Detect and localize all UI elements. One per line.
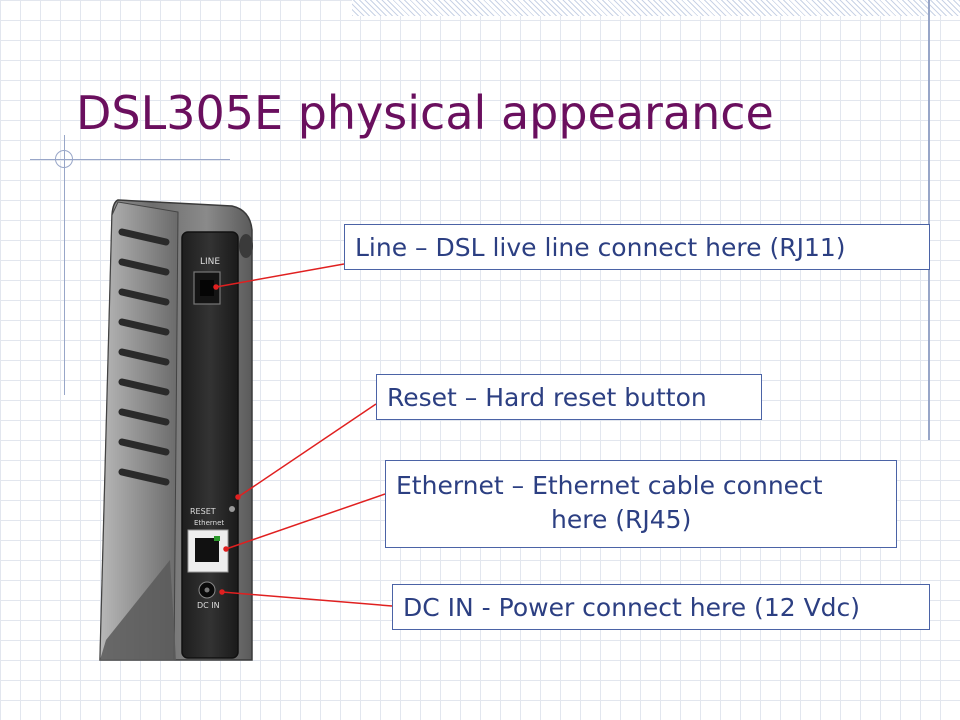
- callout-dc-in-text: DC IN - Power connect here (12 Vdc): [403, 593, 861, 622]
- modem-body: [99, 199, 253, 661]
- vent-slots: [118, 228, 170, 486]
- leader-line-line: [215, 263, 345, 288]
- reset-button-label: RESET: [190, 507, 216, 516]
- ethernet-port: Ethernet: [187, 519, 229, 573]
- decor-circle-icon: [55, 150, 73, 168]
- callout-reset-text: Reset – Hard reset button: [387, 383, 707, 412]
- top-hatch-band: [352, 0, 960, 16]
- callout-line-box: Line – DSL live line connect here (RJ11): [344, 224, 930, 270]
- callout-ethernet-text-line2: here (RJ45): [551, 505, 692, 534]
- ethernet-port-label: Ethernet: [194, 519, 224, 527]
- callout-reset-box: Reset – Hard reset button: [376, 374, 762, 420]
- leader-lines: [213, 263, 393, 607]
- leader-line-dc-in: [221, 591, 393, 607]
- dc-in-jack: DC IN: [197, 581, 220, 610]
- reset-button: RESET: [190, 506, 235, 516]
- dc-in-jack-label: DC IN: [197, 601, 220, 610]
- callout-ethernet-box: Ethernet – Ethernet cable connect here (…: [385, 460, 897, 548]
- leader-line-ethernet: [225, 493, 386, 550]
- right-decor-line: [928, 0, 930, 440]
- left-decor-line: [64, 135, 65, 395]
- slide-title: DSL305E physical appearance: [76, 86, 774, 140]
- line-port-label: LINE: [200, 257, 220, 267]
- callout-ethernet-text-line1: Ethernet – Ethernet cable connect: [396, 471, 823, 500]
- title-underline: [30, 159, 230, 160]
- callout-line-text: Line – DSL live line connect here (RJ11): [355, 233, 846, 262]
- leader-line-reset: [237, 403, 377, 498]
- callout-dc-in-box: DC IN - Power connect here (12 Vdc): [392, 584, 930, 630]
